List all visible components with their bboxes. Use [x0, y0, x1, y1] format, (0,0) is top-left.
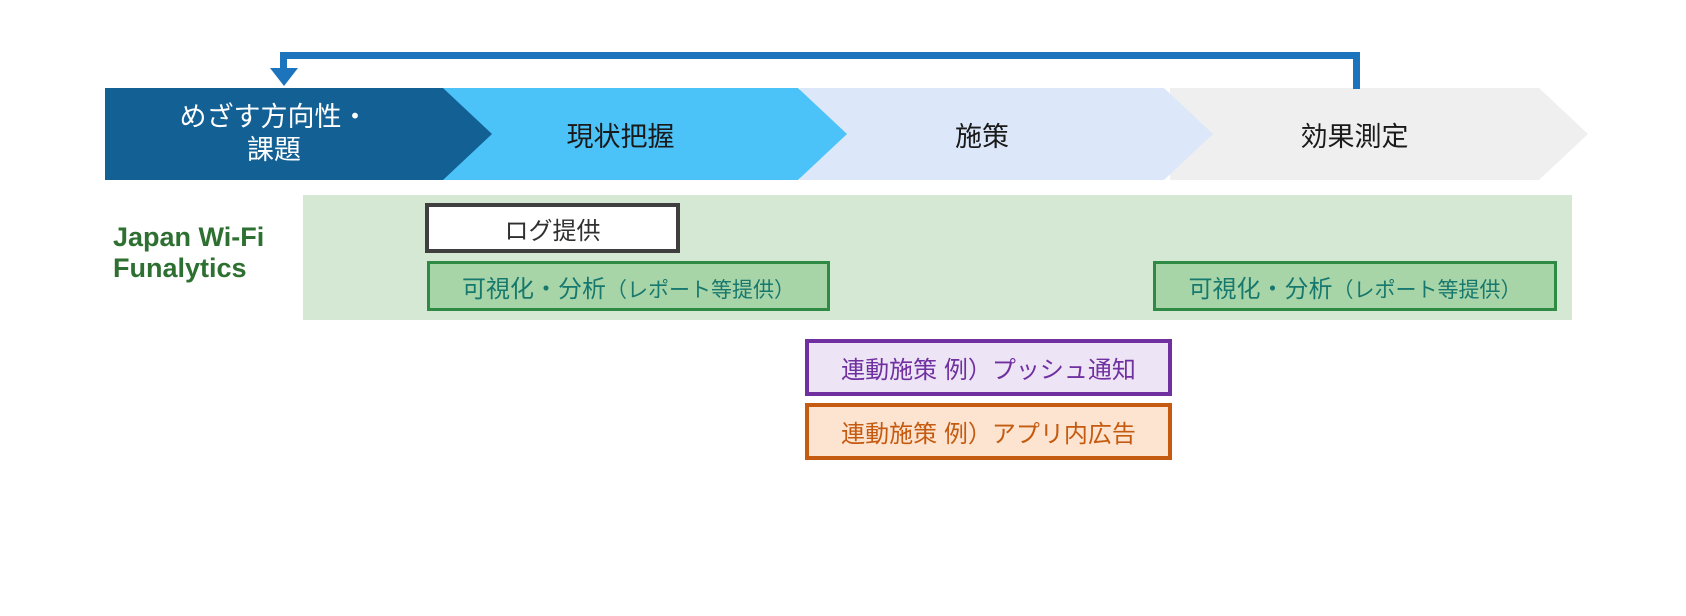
feedback-arrow-right-segment	[1353, 52, 1360, 89]
visualization-analysis-box-right: 可視化・分析（レポート等提供）	[1153, 261, 1557, 311]
push-notification-box: 連動施策 例）プッシュ通知	[805, 339, 1172, 396]
stage-chevron-goal: めざす方向性・ 課題	[105, 88, 492, 180]
visualization-analysis-label: 可視化・分析（レポート等提供）	[1188, 275, 1522, 303]
stage-label-current-state: 現状把握	[566, 121, 675, 152]
log-provision-label: ログ提供	[504, 217, 601, 245]
in-app-ad-box: 連動施策 例）アプリ内広告	[805, 403, 1172, 460]
brand-label: Japan Wi-Fi Funalytics	[113, 222, 264, 284]
feedback-arrow-horizontal	[280, 52, 1360, 59]
visualization-analysis-box-left: 可視化・分析（レポート等提供）	[427, 261, 830, 311]
stage-chevron-evaluation: 効果測定	[1170, 88, 1588, 180]
push-notification-label: 連動施策 例）プッシュ通知	[841, 357, 1136, 384]
feedback-arrow-down-icon	[270, 68, 298, 86]
feedback-arrow-left-segment	[280, 52, 287, 70]
stage-chevron-current-state: 現状把握	[443, 88, 847, 180]
stage-label-evaluation: 効果測定	[1300, 121, 1409, 152]
in-app-ad-label: 連動施策 例）アプリ内広告	[841, 421, 1136, 448]
log-provision-box: ログ提供	[425, 203, 680, 253]
stage-label-measures: 施策	[955, 121, 1009, 152]
brand-label-line1: Japan Wi-Fi	[113, 222, 265, 252]
stage-label-goal: めざす方向性・ 課題	[179, 102, 369, 165]
stage-chevron-measures: 施策	[800, 88, 1213, 180]
visualization-analysis-label: 可視化・分析（レポート等提供）	[462, 275, 795, 303]
brand-label-line2: Funalytics	[113, 253, 247, 284]
